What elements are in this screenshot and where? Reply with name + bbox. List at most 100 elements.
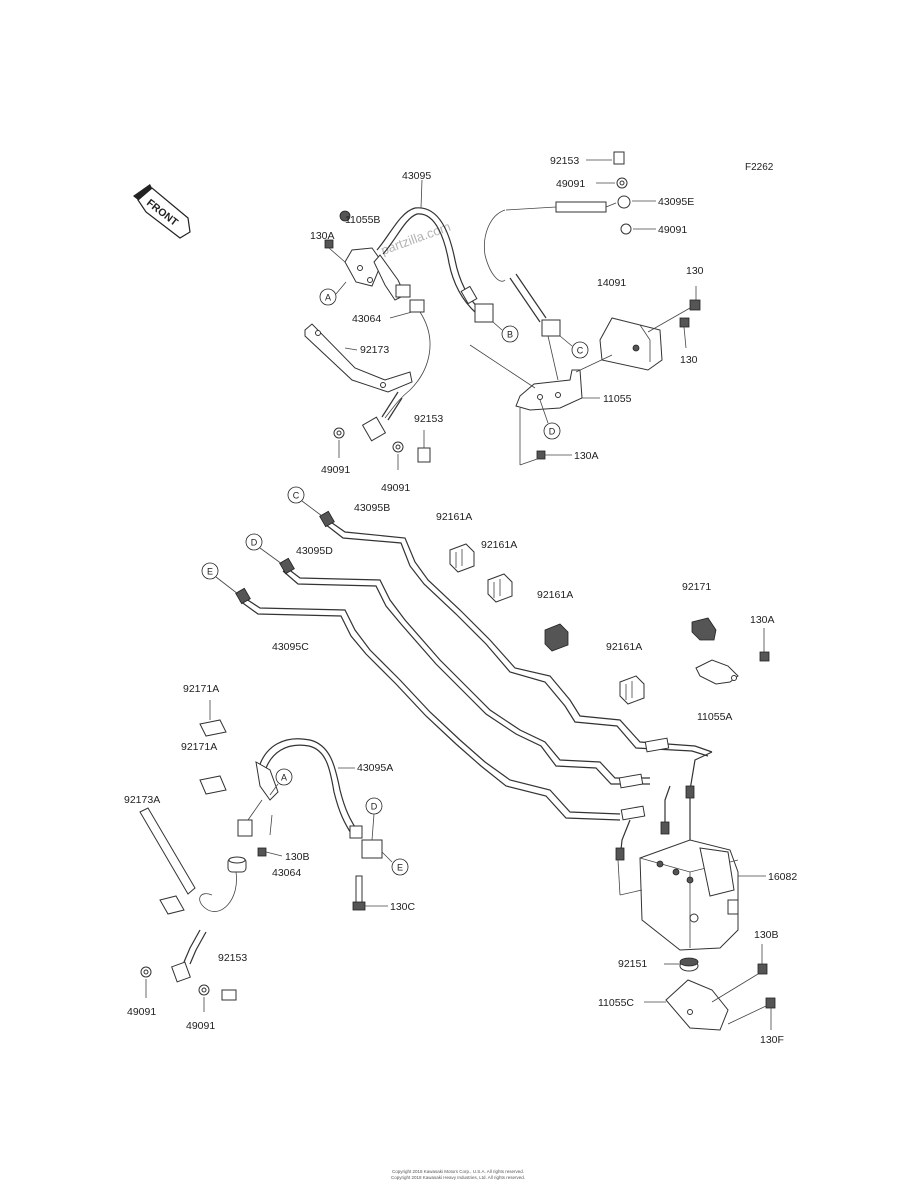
part-labels: 92153 49091 43095E 49091 43095 11055B 13…: [124, 155, 797, 1046]
label-92171: 92171: [682, 581, 711, 593]
damper-92151: [664, 957, 699, 972]
bolt-11055B-head: [339, 210, 351, 222]
bolt-92153-top: [586, 151, 625, 165]
label-92173A: 92173A: [124, 794, 160, 806]
bracket-92173A: [139, 807, 196, 915]
label-130B-left: 130B: [285, 851, 310, 863]
label-130A-mid: 130A: [574, 450, 599, 462]
brake-pipe-43095D: [282, 564, 650, 779]
label-92153-top: 92153: [550, 155, 579, 167]
bottom-left-assembly: [139, 700, 388, 1012]
bolt-130-r1: [647, 286, 701, 333]
figure-code: F2262: [745, 162, 774, 173]
clamp-92161A-2: [487, 573, 513, 603]
label-92161A-1: 92161A: [436, 511, 472, 523]
bolt-130A-right: [759, 628, 770, 662]
bolt-130F: [727, 997, 776, 1030]
washer-49091-midL: [333, 427, 345, 439]
ref-circle-a-bottom: A: [269, 768, 293, 796]
label-11055A: 11055A: [697, 711, 732, 723]
bolt-130A-mid: [519, 408, 572, 466]
label-11055C: 11055C: [598, 997, 634, 1009]
clamp-92161A-4: [619, 675, 645, 705]
ref-circle-e-pipe: E: [201, 562, 239, 595]
label-130-r1: 130: [686, 265, 704, 277]
label-130B-right: 130B: [754, 929, 779, 941]
washer-49091-botL: [140, 966, 152, 978]
label-92153-mid: 92153: [414, 413, 443, 425]
svg-text:A: A: [325, 293, 331, 303]
label-49091-top: 49091: [556, 178, 585, 190]
label-130F: 130F: [760, 1034, 784, 1046]
ref-circle-c-top: C: [559, 335, 589, 359]
svg-text:E: E: [397, 863, 403, 873]
bracket-92173: [304, 323, 413, 393]
clamp-43064-bottom: [227, 856, 247, 873]
label-43095B: 43095B: [354, 502, 390, 514]
svg-text:D: D: [549, 427, 556, 437]
svg-text:E: E: [207, 567, 213, 577]
label-43095C: 43095C: [272, 641, 309, 653]
ref-circle-d-bottom: D: [365, 797, 383, 841]
svg-text:C: C: [293, 491, 300, 501]
label-11055: 11055: [603, 393, 632, 405]
label-49091-midL: 49091: [321, 464, 350, 476]
label-43064-bottom: 43064: [272, 867, 301, 879]
union-bolt-43095E: [617, 195, 656, 209]
cover-14091: [599, 317, 663, 371]
label-49091-topright: 49091: [658, 224, 687, 236]
bolt-92153-bottom: [221, 989, 237, 1001]
ref-circle-b: B: [492, 321, 519, 343]
label-11055B: 11055B: [345, 214, 380, 226]
label-92153-bottom: 92153: [218, 952, 247, 964]
clamp-92171A-1: [199, 719, 227, 737]
top-assembly: [304, 151, 701, 470]
ref-circle-c-pipe: C: [287, 486, 323, 517]
ref-circle-d-pipe: D: [245, 533, 283, 565]
label-49091-midR: 49091: [381, 482, 410, 494]
pipe-fitting-top: [555, 201, 607, 213]
clamp-92161A-3: [544, 623, 569, 652]
label-130-r2: 130: [680, 354, 698, 366]
bolt-130-r2: [679, 317, 690, 349]
bolt-92153-mid: [417, 430, 431, 463]
clamp-92161A-1: [449, 543, 475, 573]
footer-copyright-line1: Copyright 2018 Kawasaki Motors Corp., U.…: [392, 1169, 524, 1174]
clamp-92171A-2: [199, 775, 227, 795]
reference-letters: A B C D C D E: [201, 281, 589, 876]
banjo-fitting-top: [361, 416, 387, 442]
label-130A-top: 130A: [310, 230, 335, 242]
bolt-130B-right: [711, 944, 768, 1003]
label-92161A-2: 92161A: [481, 539, 517, 551]
middle-pipes: [235, 510, 770, 861]
label-43064-top: 43064: [352, 313, 381, 325]
ref-circle-d-top: D: [539, 399, 561, 440]
clamp-43064-top: [409, 299, 425, 313]
svg-text:C: C: [577, 346, 584, 356]
brake-hose-43095: [376, 207, 481, 311]
label-92173: 92173: [360, 344, 389, 356]
washer-49091-top: [596, 177, 628, 189]
brake-hose-43095A: [257, 738, 361, 836]
svg-text:D: D: [251, 538, 258, 548]
svg-text:A: A: [281, 773, 287, 783]
svg-text:D: D: [371, 802, 378, 812]
ref-circle-e-bottom: E: [381, 851, 409, 876]
label-43095A: 43095A: [357, 762, 393, 774]
clamp-92171: [691, 617, 717, 641]
brake-pipe-43095C: [239, 594, 621, 815]
washer-49091-topright: [620, 223, 656, 235]
washer-49091-botR: [198, 984, 210, 996]
ref-circle-a-top: A: [319, 281, 347, 306]
bracket-11055C: [644, 979, 729, 1031]
bolt-130B-left: [257, 847, 283, 857]
label-14091: 14091: [597, 277, 626, 289]
label-16082: 16082: [768, 871, 797, 883]
label-43095D: 43095D: [296, 545, 333, 557]
label-92171A-2: 92171A: [181, 741, 217, 753]
banjo-fitting-bottom: [171, 961, 191, 983]
label-92161A-3: 92161A: [537, 589, 573, 601]
label-130C: 130C: [390, 901, 416, 913]
bracket-11055A: [695, 659, 739, 685]
